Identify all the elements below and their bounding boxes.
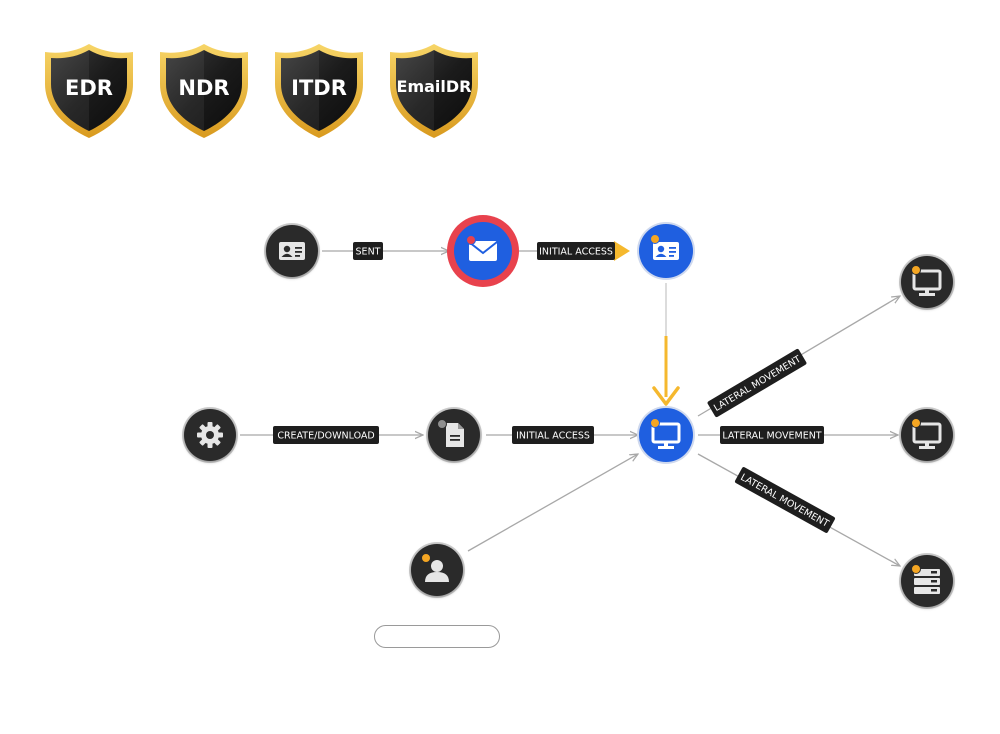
status-badge	[650, 418, 660, 428]
edge-label-lateral-down[interactable]: LATERAL MOVEMENT	[734, 466, 835, 533]
edge-label-text: SENT	[356, 247, 381, 258]
contact-card-icon	[653, 242, 679, 260]
edge-label-sent[interactable]: SENT	[353, 242, 383, 260]
edge-label-create-download[interactable]: CREATE/DOWNLOAD	[273, 426, 379, 444]
edge-label-lateral-mid[interactable]: LATERAL MOVEMENT	[720, 426, 824, 444]
node-sender[interactable]	[264, 223, 320, 279]
node-gear[interactable]	[182, 407, 238, 463]
node-email[interactable]	[447, 215, 519, 287]
node-target-3[interactable]	[899, 553, 955, 609]
node-file[interactable]	[426, 407, 482, 463]
edge-label-text: LATERAL MOVEMENT	[738, 472, 830, 530]
shield-emaildr[interactable]: EmailDR	[390, 44, 478, 138]
status-badge	[911, 265, 921, 275]
document-icon	[446, 423, 464, 447]
node-target-1[interactable]	[899, 254, 955, 310]
search-input[interactable]	[374, 625, 500, 648]
node-user[interactable]	[409, 542, 465, 598]
edge-label-text: LATERAL MOVEMENT	[722, 431, 821, 442]
highlight-arrow-vertical	[652, 336, 680, 406]
shield-label: EmailDR	[397, 77, 472, 96]
edge-label-initial-access-file[interactable]: INITIAL ACCESS	[512, 426, 594, 444]
gear-icon	[197, 422, 223, 448]
envelope-icon	[468, 241, 498, 261]
edge-label-text: CREATE/DOWNLOAD	[277, 431, 374, 442]
node-target-2[interactable]	[899, 407, 955, 463]
shield-label: NDR	[178, 76, 229, 100]
shield-label: EDR	[65, 76, 113, 100]
monitor-icon	[651, 422, 681, 449]
status-badge	[650, 234, 660, 244]
status-badge	[911, 564, 921, 574]
shield-label: ITDR	[291, 76, 347, 100]
edge-label-initial-access-email[interactable]: INITIAL ACCESS	[537, 242, 615, 260]
contact-card-icon	[279, 242, 305, 260]
shield-itdr[interactable]: ITDR	[275, 44, 363, 138]
user-icon	[425, 560, 449, 582]
edge-line-user-to-host[interactable]	[467, 454, 638, 552]
status-badge	[437, 419, 447, 429]
edge-label-text: LATERAL MOVEMENT	[712, 354, 803, 414]
shield-ndr[interactable]: NDR	[160, 44, 248, 138]
edge-label-text: INITIAL ACCESS	[516, 431, 590, 442]
server-icon	[914, 569, 940, 594]
node-recipient[interactable]	[637, 222, 695, 280]
status-badge	[911, 418, 921, 428]
monitor-icon	[912, 269, 942, 296]
edge-label-lateral-up[interactable]: LATERAL MOVEMENT	[707, 348, 807, 418]
node-host[interactable]	[637, 406, 695, 464]
monitor-icon	[912, 422, 942, 449]
alert-badge	[466, 235, 476, 245]
edge-label-text: INITIAL ACCESS	[539, 247, 613, 258]
shield-edr[interactable]: EDR	[45, 44, 133, 138]
status-badge	[421, 553, 431, 563]
